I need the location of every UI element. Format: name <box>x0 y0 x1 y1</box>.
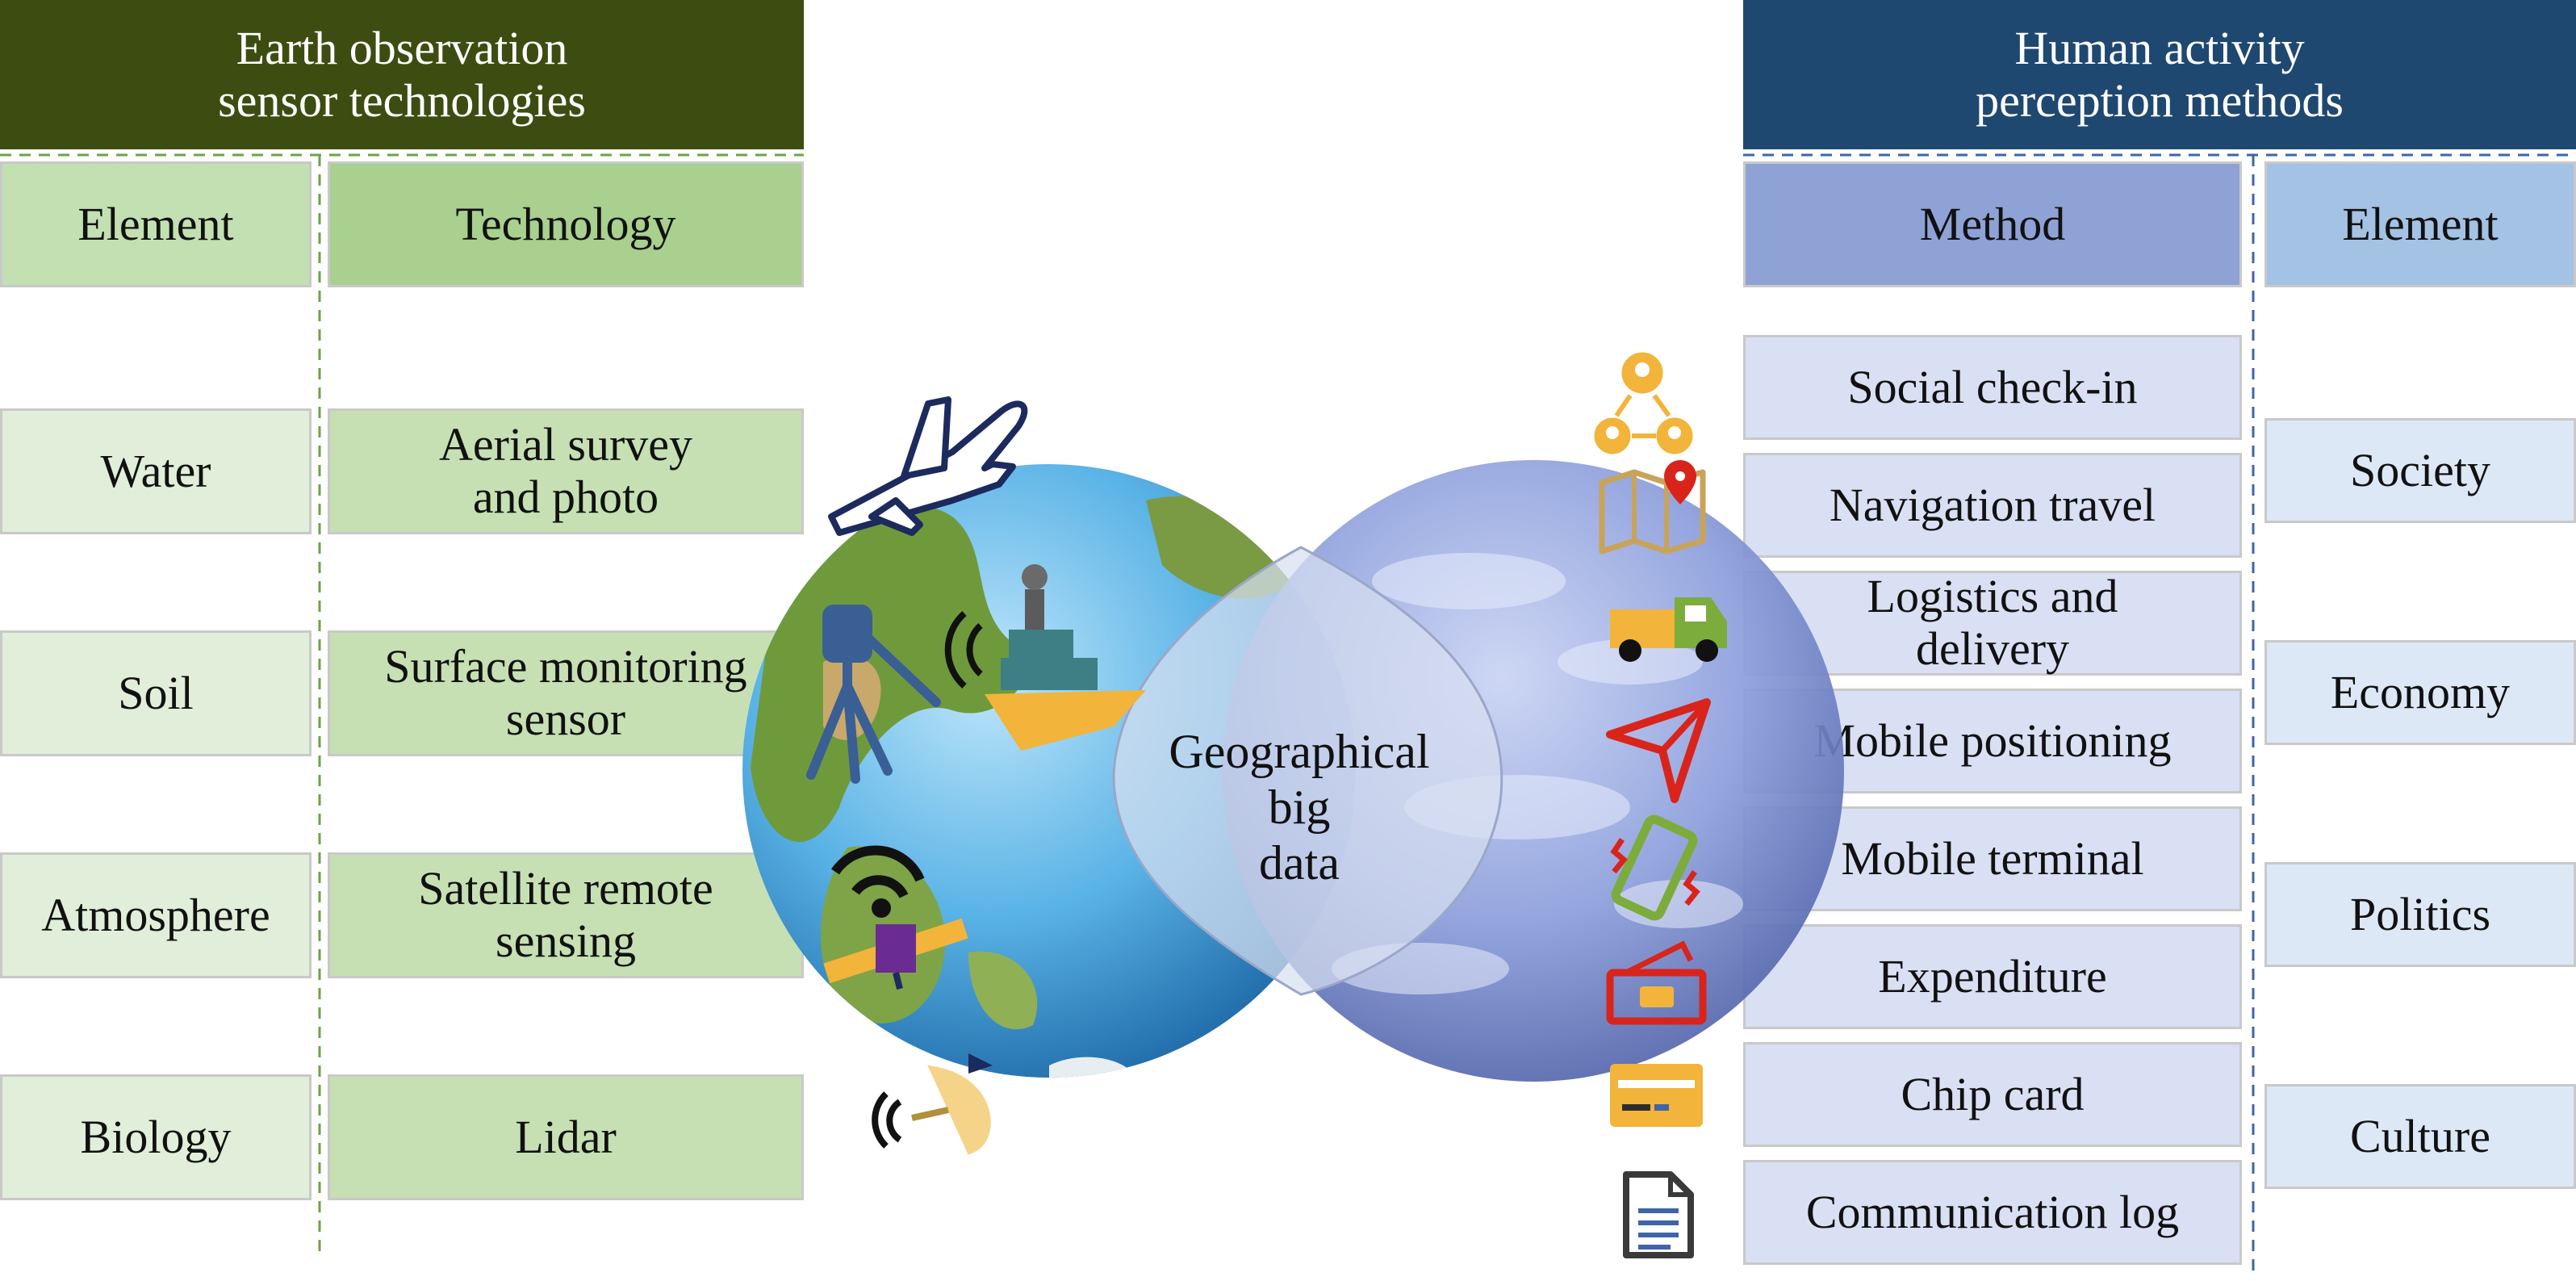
chip-card-icon <box>1610 1064 1703 1127</box>
left-header-technology-label: Technology <box>455 197 676 250</box>
wallet-icon <box>1606 940 1707 1025</box>
method-label: Chip card <box>1901 1067 2085 1120</box>
map-pin-icon <box>1599 460 1706 555</box>
left-panel-title: Earth observation sensor technologies <box>0 0 804 149</box>
method-chip-card: Chip card <box>1743 1042 2242 1147</box>
right-element-label: Economy <box>2330 665 2511 718</box>
right-element-culture: Culture <box>2264 1084 2576 1189</box>
method-navigation-travel: Navigation travel <box>1743 453 2242 558</box>
center-line2: big <box>1268 780 1331 834</box>
tech-line1: Lidar <box>515 1110 617 1163</box>
tech-line1: Satellite remote <box>418 862 713 915</box>
method-logistics-delivery: Logistics and delivery <box>1743 570 2242 676</box>
left-element-atmosphere: Atmosphere <box>0 852 312 978</box>
method-label: Social check-in <box>1847 360 2138 413</box>
left-title-line2: sensor technologies <box>218 73 586 127</box>
right-element-economy: Economy <box>2264 640 2576 745</box>
left-header-element-label: Element <box>77 197 234 250</box>
method-label: Communication log <box>1805 1185 2180 1238</box>
right-element-label: Culture <box>2350 1109 2490 1162</box>
right-element-label: Politics <box>2349 887 2491 940</box>
airplane-icon <box>828 396 1028 536</box>
left-header-element: Element <box>0 161 312 287</box>
right-element-label: Society <box>2350 443 2490 496</box>
right-panel-title: Human activity perception methods <box>1743 0 2576 149</box>
left-element-label: Atmosphere <box>41 888 270 941</box>
left-tech-aerial: Aerial survey and photo <box>328 408 804 534</box>
left-tech-satellite: Satellite remote sensing <box>328 852 804 978</box>
vibrating-phone-icon <box>1610 814 1700 921</box>
left-header-technology: Technology <box>328 161 804 287</box>
method-label: Mobile positioning <box>1813 714 2172 767</box>
left-element-label: Soil <box>118 666 194 719</box>
center-line3: data <box>1259 835 1340 890</box>
tech-line2: sensor <box>505 693 626 745</box>
method-label: Mobile terminal <box>1841 831 2144 885</box>
right-element-society: Society <box>2264 418 2576 523</box>
right-title-line2: perception methods <box>1976 73 2344 127</box>
method-communication-log: Communication log <box>1743 1160 2242 1265</box>
right-header-element: Element <box>2264 161 2576 287</box>
left-element-label: Water <box>100 444 211 497</box>
social-network-icon <box>1594 352 1693 454</box>
right-element-politics: Politics <box>2264 862 2576 967</box>
satellite-icon <box>823 845 968 990</box>
method-expenditure: Expenditure <box>1743 924 2242 1029</box>
center-line1: Geographical <box>1169 724 1430 778</box>
tech-line2: and photo <box>472 471 659 523</box>
left-dashed-lines <box>0 153 804 1259</box>
method-line2: delivery <box>1915 622 2070 675</box>
method-line1: Logistics and <box>1867 570 2118 623</box>
right-title-line1: Human activity <box>2014 21 2305 74</box>
left-element-label: Biology <box>80 1110 232 1163</box>
ship-icon <box>944 564 1146 751</box>
method-label: Navigation travel <box>1829 478 2156 531</box>
navigation-arrow-icon <box>1606 698 1711 803</box>
method-social-check-in: Social check-in <box>1743 335 2242 440</box>
left-title-line1: Earth observation <box>236 21 568 74</box>
left-element-soil: Soil <box>0 630 312 756</box>
radar-dish-icon <box>872 1053 993 1156</box>
left-tech-lidar: Lidar <box>328 1074 804 1200</box>
left-element-water: Water <box>0 408 312 534</box>
left-element-biology: Biology <box>0 1074 312 1200</box>
document-log-icon <box>1623 1171 1694 1258</box>
tech-line1: Surface monitoring <box>384 640 747 693</box>
total-station-icon <box>806 605 941 784</box>
right-dashed-lines <box>1743 153 2576 1275</box>
method-label: Expenditure <box>1878 949 2107 1003</box>
truck-icon <box>1610 597 1727 662</box>
left-tech-surface: Surface monitoring sensor <box>328 630 804 756</box>
right-header-method-label: Method <box>1919 197 2066 250</box>
tech-line2: sensing <box>496 915 636 967</box>
tech-line1: Aerial survey <box>438 418 693 471</box>
geographical-big-data-label: Geographical big data <box>1130 710 1469 904</box>
right-header-method: Method <box>1743 161 2242 287</box>
right-header-element-label: Element <box>2342 197 2499 250</box>
